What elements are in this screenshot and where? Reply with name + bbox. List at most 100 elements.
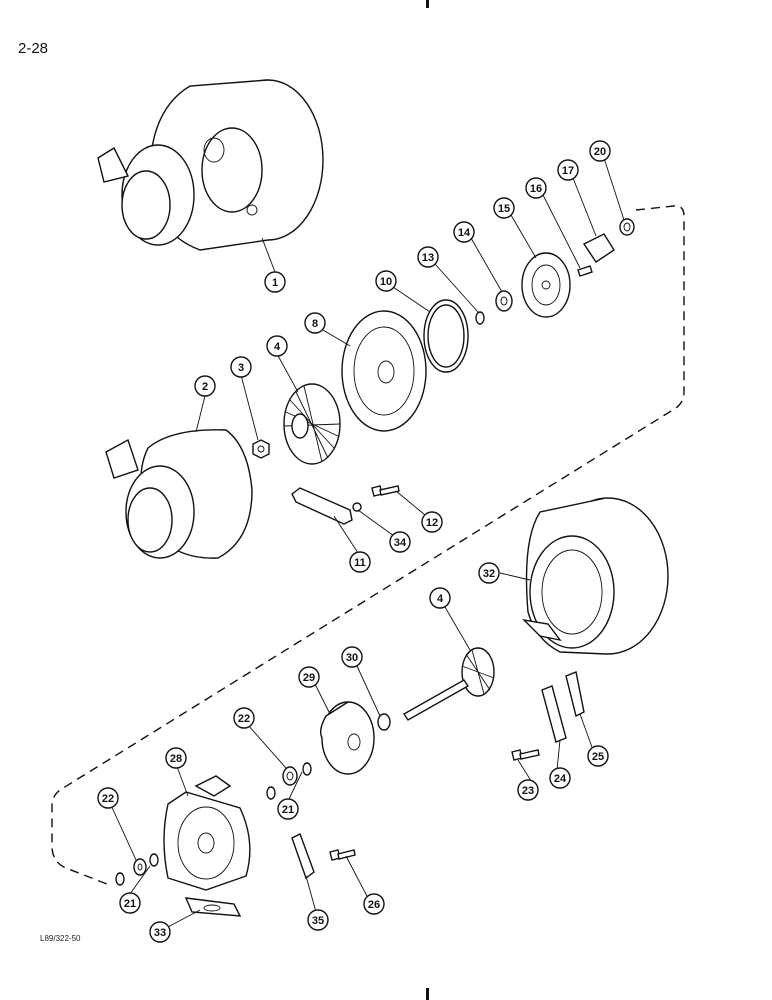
bolt-lower	[329, 849, 356, 861]
callout-8: 8	[304, 312, 326, 334]
sleeve	[495, 290, 513, 312]
callout-label: 2	[202, 381, 208, 393]
callout-circle	[549, 767, 571, 789]
nut	[252, 439, 270, 459]
callout-circle	[298, 666, 320, 688]
heat-shield	[319, 701, 375, 775]
callout-label: 24	[554, 773, 567, 785]
callout-circle	[266, 335, 288, 357]
callout-circle	[304, 312, 326, 334]
callout-circle	[417, 246, 439, 268]
callout-label: 21	[124, 898, 136, 910]
callout-32: 32	[478, 562, 500, 584]
dashed-assembly-line	[51, 205, 685, 887]
retaining-ring-lower	[149, 853, 159, 867]
callout-23: 23	[517, 779, 539, 801]
callout-4: 4	[429, 587, 451, 609]
backplate	[341, 310, 427, 432]
callout-label: 23	[522, 785, 534, 797]
callout-circle	[478, 562, 500, 584]
callout-28: 28	[165, 747, 187, 769]
callout-circle	[453, 221, 475, 243]
callout-circle	[264, 271, 286, 293]
callout-30: 30	[341, 646, 363, 668]
callout-10: 10	[375, 270, 397, 292]
callout-label: 16	[530, 183, 542, 195]
callout-label: 8	[312, 318, 318, 330]
plate	[582, 233, 615, 263]
registration-mark-bottom	[426, 988, 429, 1000]
callout-circle	[307, 909, 329, 931]
turbine-wheel-shaft	[403, 647, 495, 721]
callout-label: 12	[426, 517, 438, 529]
callout-label: 35	[312, 915, 324, 927]
washer	[352, 502, 362, 512]
callout-label: 4	[437, 593, 444, 605]
callout-label: 20	[594, 146, 606, 158]
callout-circle	[363, 893, 385, 915]
callout-25: 25	[587, 745, 609, 767]
callout-layer: 1234810131415161720123411324302922282122…	[97, 140, 611, 943]
callout-17: 17	[557, 159, 579, 181]
callout-26: 26	[363, 893, 385, 915]
seal-ring	[377, 713, 391, 731]
seal-ring	[423, 299, 469, 373]
callout-circle	[341, 646, 363, 668]
callout-circle	[429, 587, 451, 609]
bearing-lower	[133, 858, 147, 876]
callout-label: 1	[272, 277, 278, 289]
compressor-wheel	[283, 383, 341, 465]
callout-circle	[587, 745, 609, 767]
bolt-right	[511, 749, 540, 761]
callout-22: 22	[97, 787, 119, 809]
screw	[577, 265, 593, 277]
compressor-housing	[105, 429, 253, 559]
callout-circle	[525, 177, 547, 199]
callout-label: 17	[562, 165, 574, 177]
callout-2: 2	[194, 375, 216, 397]
bearing	[282, 766, 298, 786]
callout-label: 21	[282, 804, 294, 816]
callout-circle	[230, 356, 252, 378]
callout-label: 28	[170, 753, 182, 765]
callout-label: 22	[102, 793, 114, 805]
retaining-ring	[302, 762, 312, 776]
figure-code: L89/322-50	[40, 934, 81, 943]
insert	[521, 252, 571, 318]
callout-label: 26	[368, 899, 380, 911]
callout-label: 25	[592, 751, 604, 763]
callout-35: 35	[307, 909, 329, 931]
callout-24: 24	[549, 767, 571, 789]
callout-circle	[277, 798, 299, 820]
callout-label: 22	[238, 713, 250, 725]
callout-circle	[194, 375, 216, 397]
center-housing	[163, 775, 251, 891]
clamp-plate-right	[541, 685, 567, 743]
callout-13: 13	[417, 246, 439, 268]
callout-label: 15	[498, 203, 510, 215]
callout-label: 3	[238, 362, 244, 374]
callout-circle	[97, 787, 119, 809]
callout-label: 32	[483, 568, 495, 580]
ring	[475, 311, 485, 325]
callout-circle	[589, 140, 611, 162]
bolt	[371, 485, 400, 497]
callout-label: 4	[274, 341, 281, 353]
callout-21: 21	[277, 798, 299, 820]
callout-label: 33	[154, 927, 166, 939]
callout-label: 29	[303, 672, 315, 684]
registration-mark-top	[426, 0, 429, 8]
callout-label: 11	[354, 557, 366, 569]
callout-circle	[389, 531, 411, 553]
callout-12: 12	[421, 511, 443, 533]
callout-circle	[165, 747, 187, 769]
turbine-housing	[521, 497, 669, 655]
callout-4: 4	[266, 335, 288, 357]
clamp-plate	[291, 487, 353, 525]
callout-21: 21	[119, 892, 141, 914]
callout-circle	[517, 779, 539, 801]
callout-20: 20	[589, 140, 611, 162]
callout-circle	[149, 921, 171, 943]
